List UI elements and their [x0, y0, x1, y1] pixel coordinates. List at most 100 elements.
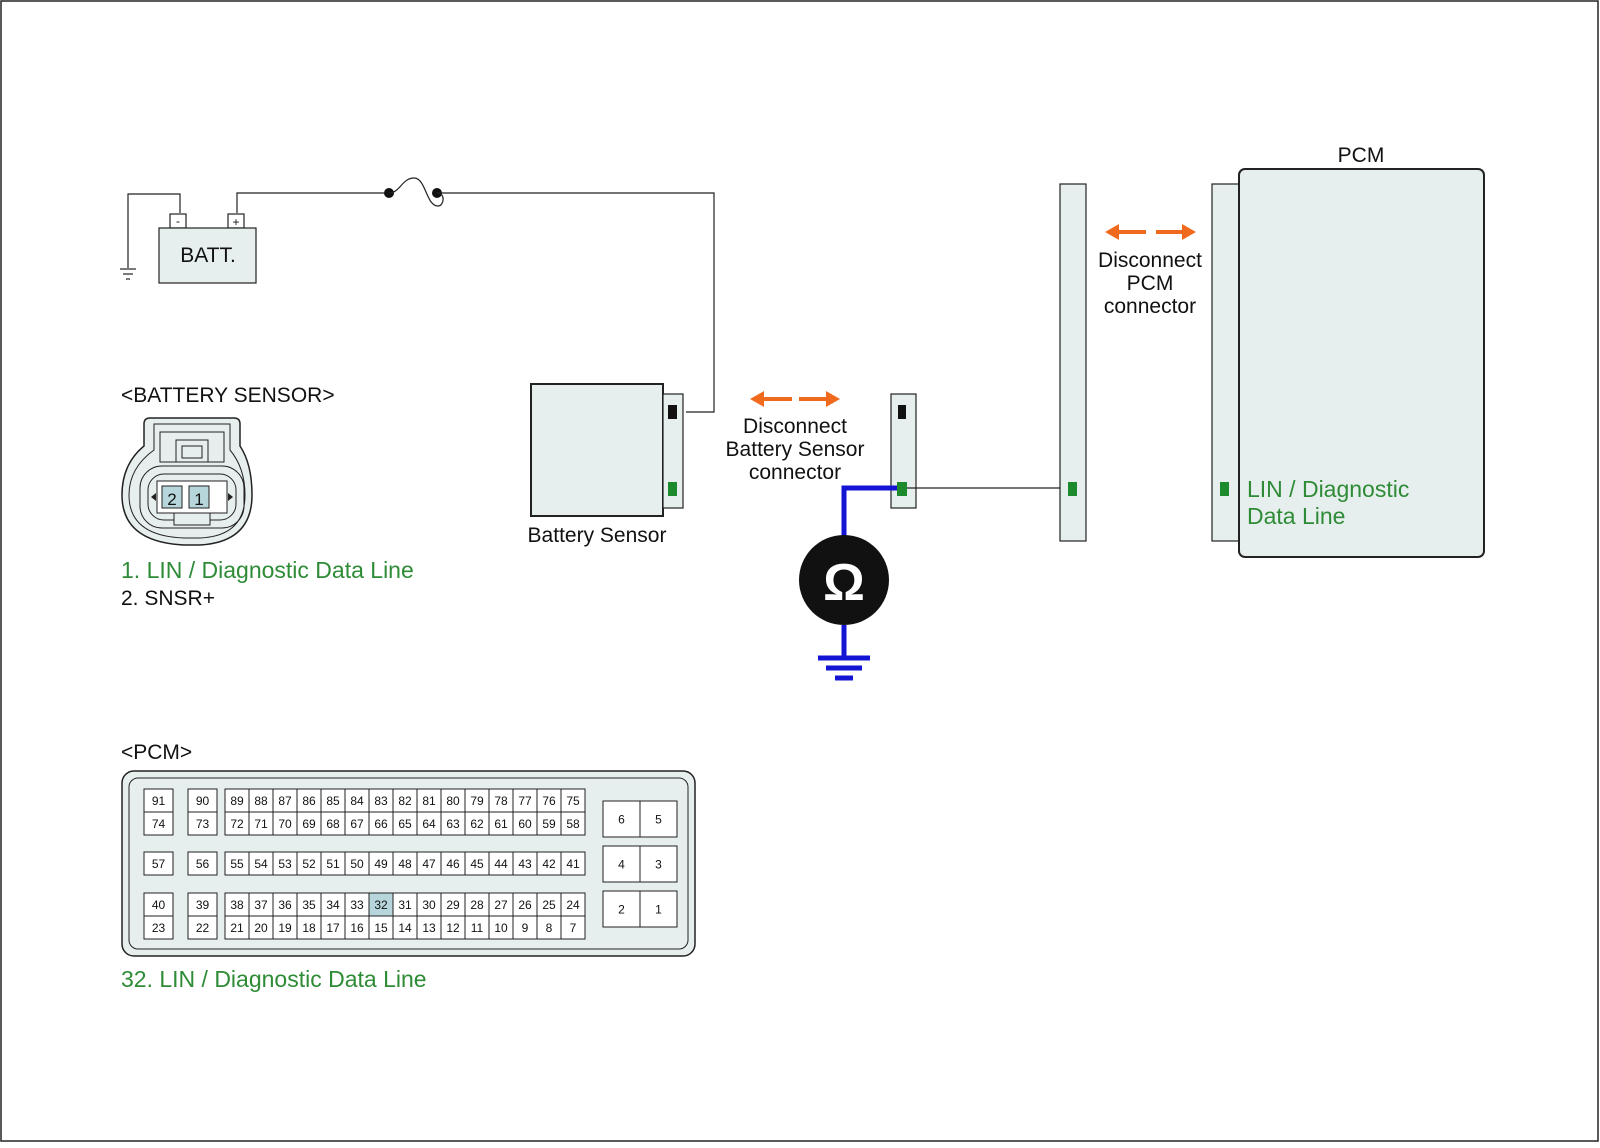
- pcm-pin-label-68: 68: [326, 817, 340, 831]
- sensor-legend-1: 1. LIN / Diagnostic Data Line: [121, 557, 414, 583]
- pcm-pin-label-7: 7: [570, 921, 577, 935]
- pcm-pin-label-50: 50: [350, 857, 364, 871]
- sensor-pin-1: [668, 482, 677, 496]
- svg-text:Ω: Ω: [823, 554, 865, 612]
- ground-icon: [120, 268, 136, 280]
- pcm-pin-label-61: 61: [494, 817, 508, 831]
- pcm-pin-label-35: 35: [302, 898, 316, 912]
- pcm-pin-32: [1220, 482, 1229, 496]
- pcm-pin-cell-23: [143, 915, 174, 940]
- pcm-harness-pin-32: [1068, 482, 1077, 496]
- pcm-pin-label-42: 42: [542, 857, 556, 871]
- disconnect-pcm-arrows: [1105, 224, 1196, 240]
- pcm-pin-label-64: 64: [422, 817, 436, 831]
- pcm-pin-label-58: 58: [566, 817, 580, 831]
- pcm-pin-label-21: 21: [230, 921, 244, 935]
- pcm-pin-label-36: 36: [278, 898, 292, 912]
- pcm-pin-label-4: 4: [618, 858, 625, 872]
- pcm-pin-label-40: 40: [152, 898, 166, 912]
- pcm-pin-label-43: 43: [518, 857, 532, 871]
- pcm-pin-label-47: 47: [422, 857, 436, 871]
- pcm-pin-label-78: 78: [494, 794, 508, 808]
- pcm-pin-cell-58: [560, 811, 586, 836]
- pcm-pin-label-1: 1: [655, 903, 662, 917]
- battery-sensor-connector: [662, 393, 684, 509]
- pcm-pin-cell-74: [143, 811, 174, 836]
- pcm-pin-cell-22: [187, 915, 218, 940]
- pcm-pin-cell-4: [602, 845, 641, 883]
- pcm-connector-inner: [128, 777, 689, 950]
- pcm-pin-label-76: 76: [542, 794, 556, 808]
- pcm-pin-label-70: 70: [278, 817, 292, 831]
- pcm-pin-label-9: 9: [522, 921, 529, 935]
- pcm-pin-label-37: 37: [254, 898, 268, 912]
- pcm-pin-label-19: 19: [278, 921, 292, 935]
- pcm-pin-label-11: 11: [471, 921, 484, 935]
- pcm-pin-label-12: 12: [446, 921, 460, 935]
- pcm-pin-label-26: 26: [518, 898, 532, 912]
- disconnect-sensor-line2: Battery Sensor: [726, 438, 865, 461]
- pcm-pin-label-69: 69: [302, 817, 316, 831]
- pcm-pin-label-51: 51: [326, 857, 340, 871]
- pcm-pin-label-73: 73: [196, 817, 210, 831]
- pcm-pin-cell-3: [639, 845, 678, 883]
- battery-sensor: Battery Sensor: [528, 383, 684, 547]
- pcm-pin-cell-7: [560, 915, 586, 940]
- sensor-face-pin-2: 2: [167, 490, 176, 509]
- pcm-pin-label-6: 6: [618, 813, 625, 827]
- pcm-module: PCM LIN / Diagnostic Data Line: [1211, 144, 1485, 558]
- pcm-pin-label-23: 23: [152, 921, 166, 935]
- pcm-pin-label-8: 8: [546, 921, 553, 935]
- pcm-pin-label-65: 65: [398, 817, 412, 831]
- battery-sensor-label: Battery Sensor: [528, 524, 667, 547]
- pcm-pin-label-27: 27: [494, 898, 508, 912]
- pcm-pin-label-53: 53: [278, 857, 292, 871]
- harness-pin-2: [898, 405, 906, 419]
- pcm-pin-label-41: 41: [566, 857, 580, 871]
- pcm-pin-label-60: 60: [518, 817, 532, 831]
- pcm-pin-label-line1: LIN / Diagnostic: [1247, 476, 1409, 502]
- pcm-pin-label-91: 91: [152, 794, 166, 808]
- pcm-pin-label-33: 33: [350, 898, 364, 912]
- pcm-pin-label-3: 3: [655, 858, 662, 872]
- sensor-legend-2: 2. SNSR+: [121, 587, 215, 610]
- sensor-pin-2: [668, 405, 677, 419]
- pcm-pin-label-46: 46: [446, 857, 460, 871]
- pcm-pin-label-66: 66: [374, 817, 388, 831]
- battery-neg-sign: -: [176, 214, 180, 228]
- pcm-pin-label-86: 86: [302, 794, 316, 808]
- pcm-harness-connector: [1059, 183, 1087, 542]
- harness-pin-1: [897, 482, 907, 496]
- pcm-pin-label-29: 29: [446, 898, 460, 912]
- pcm-legend-32: 32. LIN / Diagnostic Data Line: [121, 966, 427, 992]
- pcm-pin-label-15: 15: [374, 921, 388, 935]
- pcm-pin-label-90: 90: [196, 794, 210, 808]
- disconnect-pcm-line1: Disconnect: [1098, 249, 1202, 272]
- pcm-pin-label-85: 85: [326, 794, 340, 808]
- measure-wire-top: [841, 485, 897, 536]
- pcm-pin-label-48: 48: [398, 857, 412, 871]
- sensor-face-pin-1: 1: [194, 490, 203, 509]
- pcm-pin-label-20: 20: [254, 921, 268, 935]
- pcm-pin-label-56: 56: [196, 857, 210, 871]
- pcm-pin-label-13: 13: [422, 921, 436, 935]
- pcm-pin-label-25: 25: [542, 898, 556, 912]
- pcm-pin-label-31: 31: [398, 898, 412, 912]
- pcm-pin-label-87: 87: [278, 794, 292, 808]
- disconnect-sensor-line3: connector: [749, 461, 841, 484]
- pcm-title: PCM: [1338, 144, 1385, 167]
- pcm-pin-label-2: 2: [618, 903, 625, 917]
- fuse-icon: [384, 177, 444, 207]
- pcm-pin-label-30: 30: [422, 898, 436, 912]
- pcm-pin-label-71: 71: [254, 817, 268, 831]
- pcm-pin-label-34: 34: [326, 898, 340, 912]
- pcm-pin-label-17: 17: [326, 921, 340, 935]
- pcm-pin-label-38: 38: [230, 898, 244, 912]
- pcm-pin-label-55: 55: [230, 857, 244, 871]
- pcm-pin-cell-5: [639, 800, 678, 838]
- disconnect-pcm-line2: PCM: [1127, 272, 1174, 295]
- pcm-pin-label-83: 83: [374, 794, 388, 808]
- battery-label: BATT.: [180, 244, 236, 267]
